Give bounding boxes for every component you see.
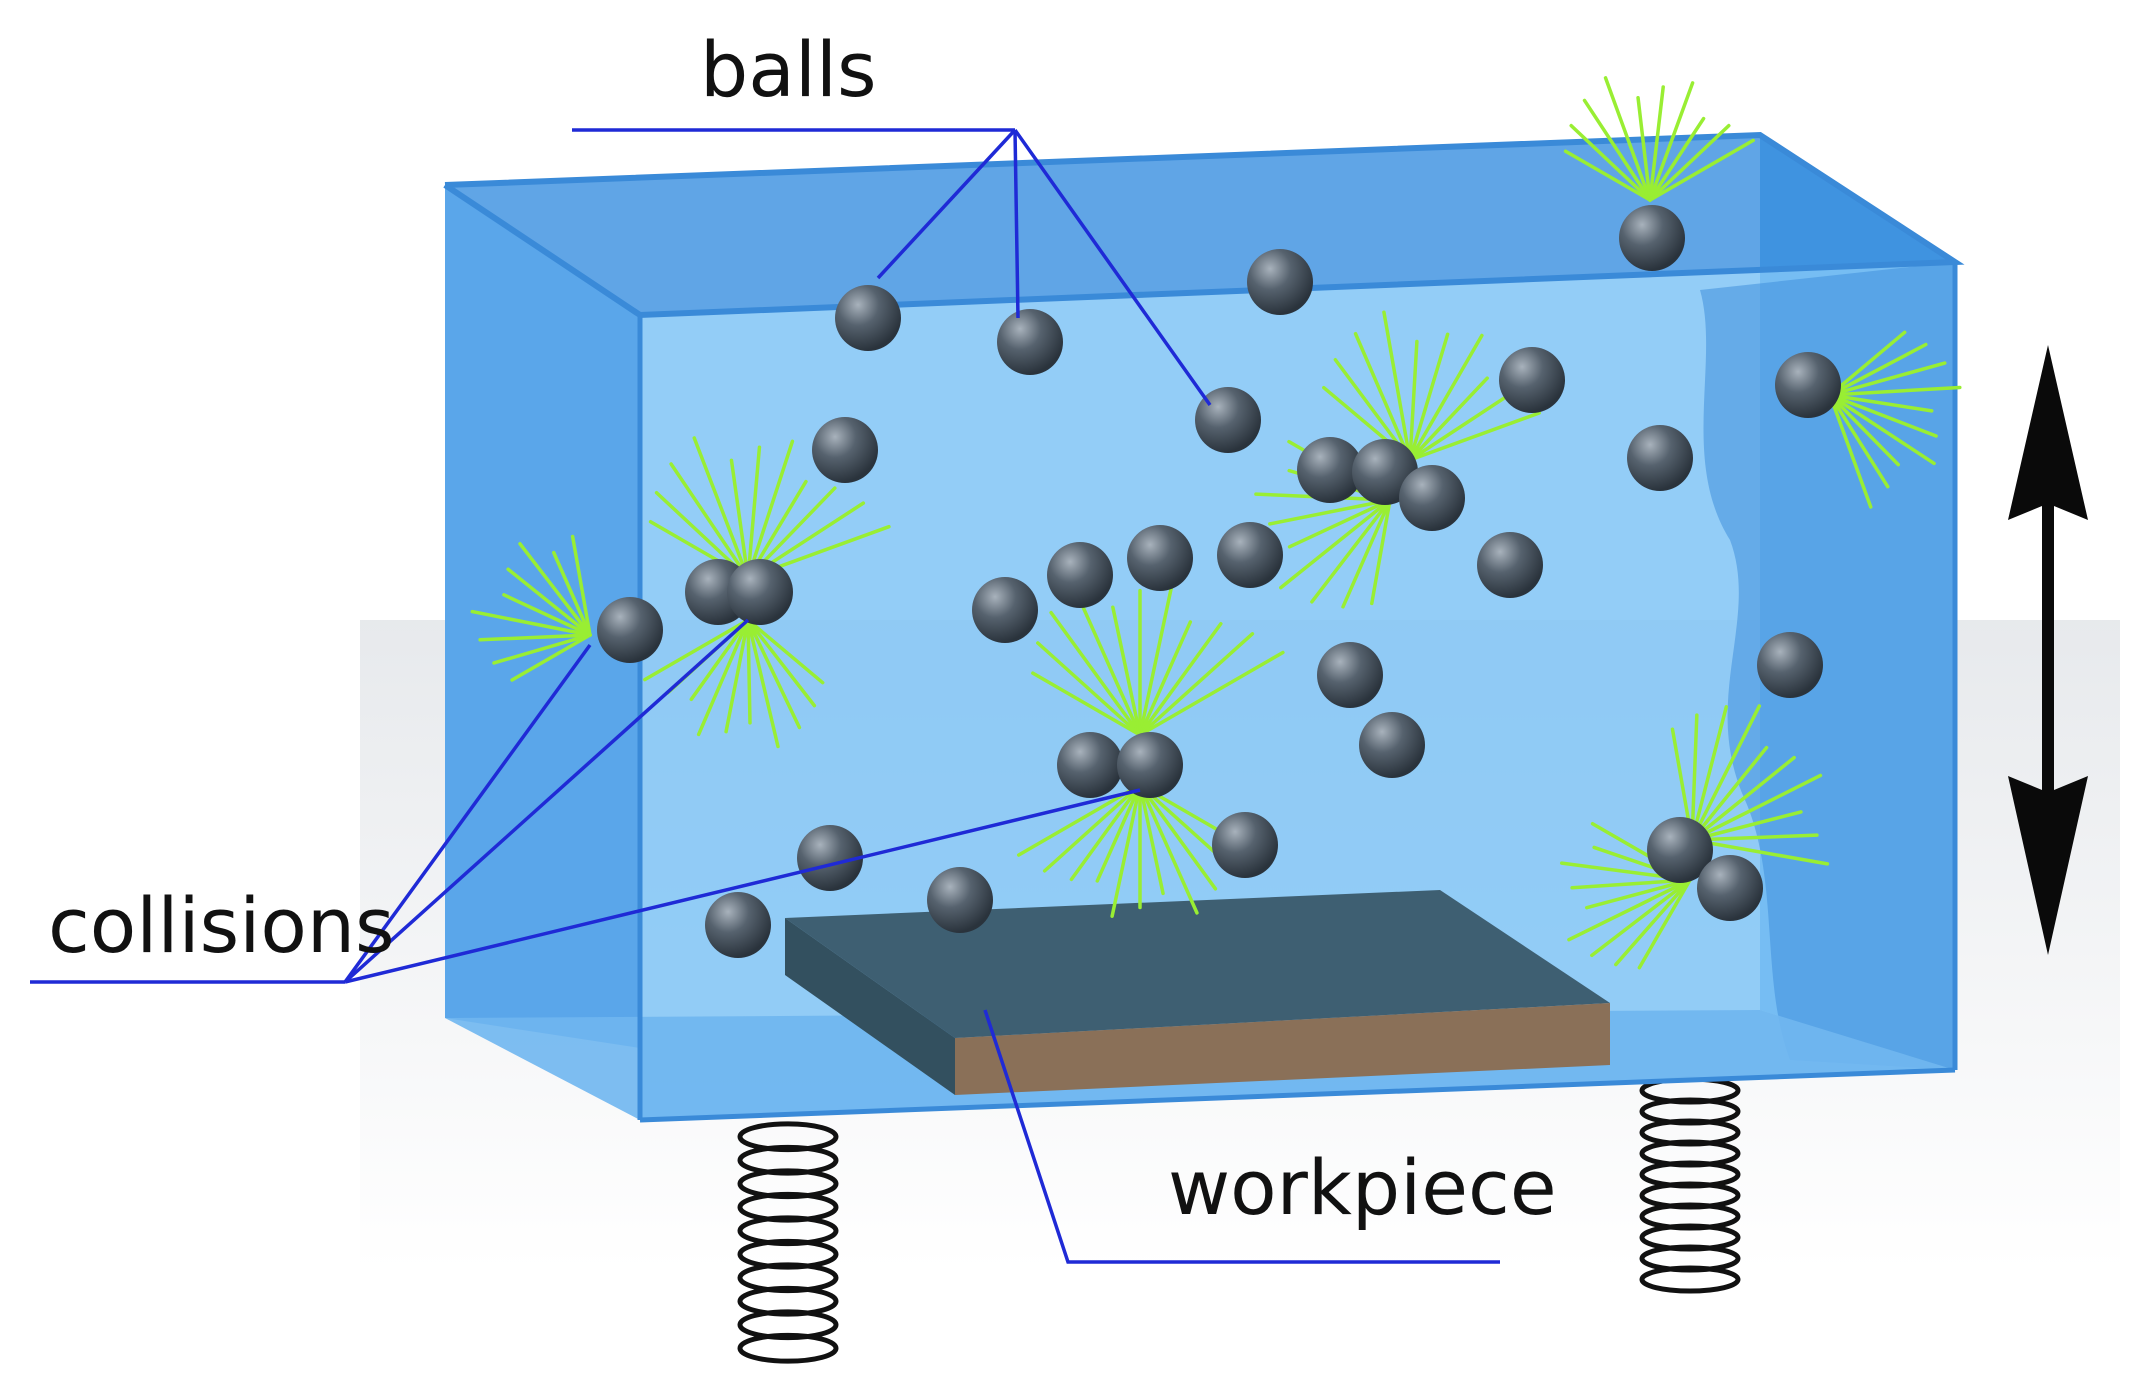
ball xyxy=(727,559,793,625)
ball xyxy=(835,285,901,351)
ball xyxy=(1627,425,1693,491)
double-headed-vertical-arrow-icon xyxy=(2008,345,2088,955)
ball xyxy=(1619,205,1685,271)
ball xyxy=(1247,249,1313,315)
balls-leader-to-ball-3 xyxy=(1013,128,1212,407)
ball xyxy=(1775,352,1841,418)
ball xyxy=(1297,437,1363,503)
ball xyxy=(1359,712,1425,778)
ball xyxy=(1647,817,1713,883)
ball xyxy=(1757,632,1823,698)
ball xyxy=(597,597,663,663)
balls-leader-to-ball-1 xyxy=(876,128,1017,280)
spring-left xyxy=(737,1121,839,1364)
container-front-bottom-edge xyxy=(639,1067,1956,1123)
workpiece-side-face xyxy=(955,1003,1610,1095)
ball xyxy=(1047,542,1113,608)
collisions-leader-to-burst-2 xyxy=(343,618,750,984)
ball xyxy=(1195,387,1261,453)
balls-group xyxy=(597,205,1841,958)
collision-burst xyxy=(1563,76,1755,202)
ball xyxy=(927,867,993,933)
ball xyxy=(1477,532,1543,598)
ball xyxy=(1499,347,1565,413)
ball xyxy=(1217,522,1283,588)
balls-label: balls xyxy=(700,25,877,114)
ball xyxy=(1317,642,1383,708)
collisions-leader-to-burst-3 xyxy=(344,788,1141,984)
ball xyxy=(812,417,878,483)
ball xyxy=(1117,732,1183,798)
collision-burst xyxy=(1031,578,1285,737)
spring-coil xyxy=(1639,1265,1741,1294)
spring-right xyxy=(1639,1076,1741,1294)
ball xyxy=(1212,812,1278,878)
collision-burst xyxy=(643,618,825,749)
ball xyxy=(705,892,771,958)
leader-lines xyxy=(30,128,1500,1264)
collisions-label: collisions xyxy=(48,881,395,970)
ball xyxy=(797,825,863,891)
spring-coil xyxy=(737,1332,839,1364)
workpiece-left-face xyxy=(785,918,955,1095)
container-inner-highlight xyxy=(1700,262,1955,1070)
ball xyxy=(1127,525,1193,591)
collision-burst xyxy=(1828,330,1962,509)
container-left-side xyxy=(445,185,640,1048)
container-back-wall xyxy=(445,135,1955,315)
collision-burst xyxy=(470,534,592,682)
workpiece xyxy=(785,890,1610,1095)
workpiece-label: workpiece xyxy=(1168,1143,1557,1232)
workpiece-leader xyxy=(983,1009,1500,1264)
ball xyxy=(1697,855,1763,921)
ball xyxy=(972,577,1038,643)
ball xyxy=(1399,465,1465,531)
collisions-leader-to-burst-1 xyxy=(343,643,592,984)
workpiece-top-face xyxy=(785,890,1610,1038)
ball xyxy=(997,309,1063,375)
balls-leader-to-ball-2 xyxy=(1013,129,1020,319)
ball xyxy=(1057,732,1123,798)
